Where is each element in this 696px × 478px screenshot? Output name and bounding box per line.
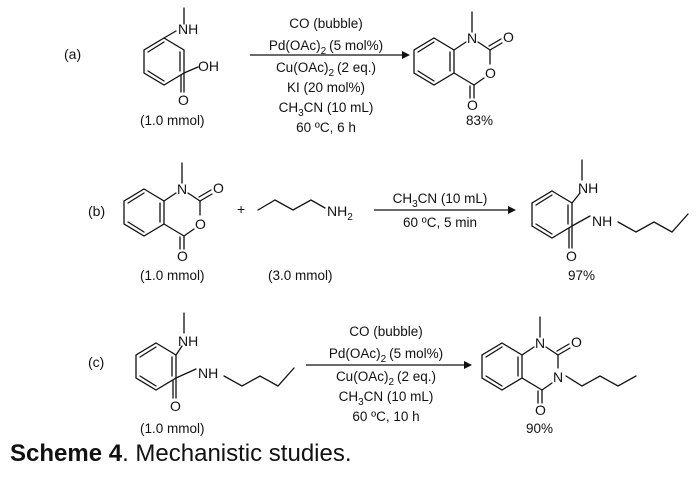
row-b-cond-temp: 60 ºC, 5 min [403,215,477,230]
row-c-cond-solvent: CH3CN (10 mL) [339,389,434,408]
row-b-amine-amount: (3.0 mmol) [268,268,333,283]
row-a-cond-cu: Cu(OAc)2(2 eq.) [276,60,376,79]
row-b-substrate-structure [123,162,213,250]
row-a-substrate-amount: (1.0 mmol) [140,113,205,128]
row-b-amine-nh2: NH2 [327,203,353,223]
row-c-cond-co: CO (bubble) [349,324,423,339]
row-a-product-structure [413,11,503,99]
row-b-product-amide-nh: NH [592,213,612,229]
row-a-product-o2: O [485,65,496,81]
row-a-cond-co: CO (bubble) [289,16,363,31]
row-b-substrate-o1: O [213,180,224,196]
row-a-cond-solvent: CH3CN (10 mL) [279,100,374,119]
row-b-cond-solvent: CH3CN (10 mL) [393,191,488,210]
row-c-substrate-nh: NH [178,333,198,349]
row-a-product-o1: O [503,29,514,45]
row-c-substrate-amount: (1.0 mmol) [140,421,205,436]
row-b-label: (b) [88,203,105,219]
row-a-label: (a) [64,46,81,62]
row-c-yield: 90% [526,421,553,436]
row-c-substrate-amide-nh: NH [198,365,218,381]
row-c-product-o1: O [571,334,582,350]
row-b-plus: + [237,201,245,217]
row-b-product-structure [531,159,689,249]
row-a-oh: OH [198,58,219,74]
row-b-yield: 97% [568,268,595,283]
row-a-product-n: N [467,30,477,46]
row-c-product-n3: N [553,369,563,385]
row-b-product-nh: NH [578,180,598,196]
row-a-nh: NH [178,21,198,37]
row-b-substrate-o3: O [177,248,188,264]
row-c-substrate-structure [135,312,295,399]
row-c-substrate-o: O [170,398,181,414]
figure-caption: Scheme 4. Mechanistic studies. [10,440,352,468]
row-a-cond-temp: 60 ºC, 6 h [296,120,356,135]
row-b-substrate-n: N [177,181,187,197]
row-b-substrate-amount: (1.0 mmol) [140,268,205,283]
row-a-carbonyl-o: O [178,92,189,108]
row-c-product-n1: N [535,335,545,351]
row-b-product-o: O [566,248,577,264]
row-a-product-o3: O [467,97,478,113]
row-b-substrate-o2: O [195,216,206,232]
row-c-label: (c) [88,354,104,370]
row-c-cond-pd: Pd(OAc)2(5 mol%) [329,346,443,365]
row-c-product-o2: O [535,402,546,418]
row-a-cond-ki: KI (20 mol%) [287,80,365,95]
caption-title: Scheme 4 [10,440,123,467]
caption-text: . Mechanistic studies. [122,440,352,467]
row-a-yield: 83% [466,113,493,128]
row-c-cond-temp: 60 ºC, 10 h [352,409,419,424]
row-c-cond-cu: Cu(OAc)2(2 eq.) [336,369,436,388]
row-a-cond-pd: Pd(OAc)2(5 mol%) [269,38,383,57]
row-c-product-structure [481,316,637,404]
row-a-substrate-structure [143,7,199,93]
row-b-butylamine-chain [257,199,326,211]
